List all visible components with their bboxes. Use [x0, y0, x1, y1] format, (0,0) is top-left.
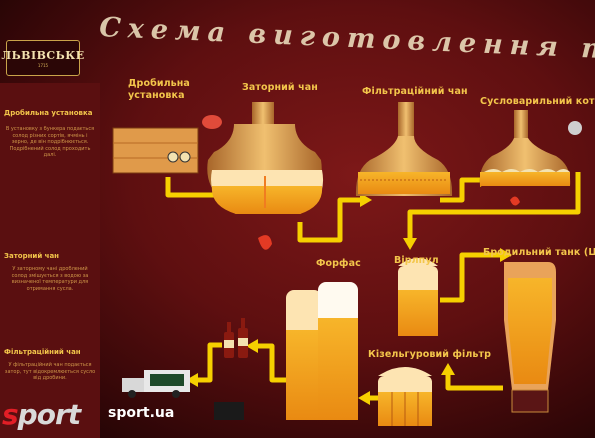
- hops-icon: [568, 121, 582, 135]
- arrow-whirlpool-to-tank: [440, 252, 500, 303]
- sidebar-text-mash: У заторному чані дроблений солод змішуєт…: [11, 266, 89, 292]
- sidebar-text-crusher: В установку з бункера подається солод рі…: [5, 126, 95, 158]
- sidebar-heading-mash: Заторний чан: [4, 252, 60, 260]
- watermark-logo: sport: [2, 398, 81, 431]
- beer-crate: [214, 402, 244, 420]
- whirlpool-vessel: [398, 258, 438, 336]
- sidebar-text-filter: У фільтраційний чан подається затор, тут…: [4, 362, 96, 381]
- heat-flame-icon: [258, 235, 272, 250]
- malt-icon: [202, 115, 222, 129]
- sidebar-heading-filter: Фільтраційний чан: [4, 348, 81, 356]
- filter-tun-vessel: [355, 102, 453, 196]
- label-wort-kettle: Сусловарильний котел: [480, 96, 595, 107]
- label-kieselguhr: Кізельгуровий фільтр: [368, 349, 492, 360]
- arrow-forfas-to-bottles: [258, 343, 286, 383]
- arrow-tank-to-filter: [445, 375, 503, 391]
- arrow-bottles-to-truck: [198, 342, 222, 383]
- arrow-kettle-to-whirlpool: [407, 172, 581, 238]
- label-filter-tun: Фільтраційний чан: [362, 86, 468, 97]
- label-whirlpool: Вірлпул: [394, 255, 439, 266]
- mash-tun-vessel: [207, 102, 324, 250]
- watermark-word: port: [17, 398, 81, 431]
- brand-logo: ЛЬВІВСЬКЕ 1715: [1, 40, 84, 76]
- arrow-crusher-to-mash: [165, 177, 222, 198]
- crusher-unit: [112, 115, 222, 174]
- heat-flame-icon-2: [510, 196, 520, 206]
- watermark-letter: s: [2, 398, 19, 431]
- fermentation-tank: [504, 262, 556, 413]
- delivery-truck: [122, 370, 244, 420]
- forfas-tanks: [286, 282, 358, 420]
- brand-logo-text: ЛЬВІВСЬКЕ: [1, 48, 85, 62]
- label-forfas: Форфас: [316, 258, 361, 269]
- info-sidebar: [0, 83, 100, 438]
- kieselguhr-filter: [378, 367, 432, 426]
- brand-logo-year: 1715: [37, 62, 49, 68]
- wort-kettle-vessel: [479, 110, 582, 206]
- beer-bottles: [224, 318, 248, 358]
- arrow-mash-to-filter: [297, 197, 360, 243]
- label-mash-tun: Заторний чан: [242, 82, 318, 93]
- sidebar-heading-crusher: Дробильна установка: [4, 109, 93, 117]
- label-ferment-tank: Бродильний танк (ЦКТ): [483, 247, 595, 258]
- flow-arrows: [165, 172, 581, 401]
- label-crusher: Дробильна установка: [128, 78, 190, 101]
- watermark-site: sport.ua: [108, 405, 175, 421]
- arrow-filter-to-kettle: [440, 177, 480, 203]
